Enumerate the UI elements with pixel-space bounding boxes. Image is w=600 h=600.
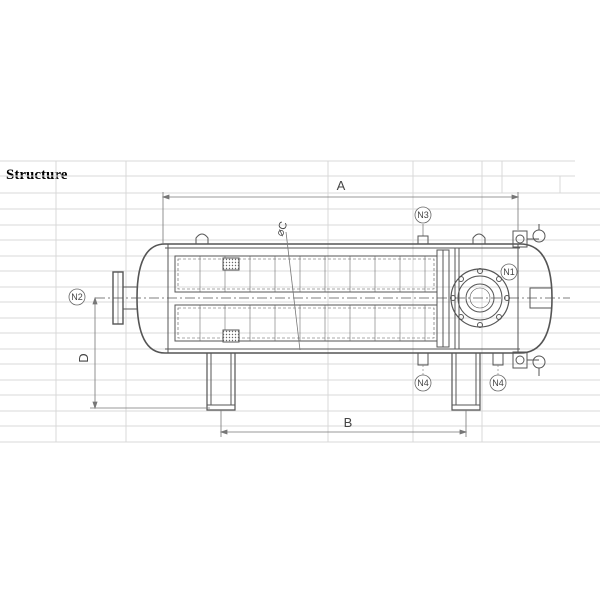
dimension-c-leader [285, 231, 301, 351]
dimension-a-line [161, 192, 520, 244]
lifting-lug-right [472, 233, 486, 244]
nozzle-label-n4-right: N4 [492, 378, 504, 388]
nozzle-label-n2: N2 [71, 292, 83, 302]
hinge-clamp-bottom [512, 351, 546, 376]
vessel-shell [136, 243, 553, 354]
nozzle-label-n3-circle [414, 206, 432, 224]
vent-box [529, 287, 553, 309]
filter-cartridge-top [174, 255, 438, 293]
dimension-d-label: D [76, 353, 91, 362]
dimension-d-line [90, 296, 210, 410]
table-grid [0, 160, 600, 443]
support-right [451, 353, 481, 411]
lifting-lug-left [195, 233, 209, 244]
nozzle-label-n1: N1 [503, 267, 515, 277]
nozzle-n4-right [492, 352, 504, 366]
nozzle-label-n2-circle [68, 288, 86, 306]
nozzle-label-n1-circle [500, 263, 518, 281]
dimension-a-label: A [337, 178, 346, 193]
filter-cartridge-bottom [174, 304, 438, 343]
nozzle-n4-left [417, 352, 429, 366]
nozzle-n1-flange [450, 268, 510, 328]
tube-sheet [436, 247, 460, 350]
hinge-clamp-top [512, 224, 546, 248]
dimension-b-label: B [344, 415, 353, 430]
section-heading: Structure [6, 167, 68, 183]
nozzle-label-n4-left: N4 [417, 378, 429, 388]
support-left [206, 353, 236, 411]
dimension-c-label: ⌀C [274, 220, 290, 238]
nozzle-n2-flange [112, 271, 138, 325]
nozzle-label-n3: N3 [417, 210, 429, 220]
dimension-b-line [219, 410, 468, 437]
